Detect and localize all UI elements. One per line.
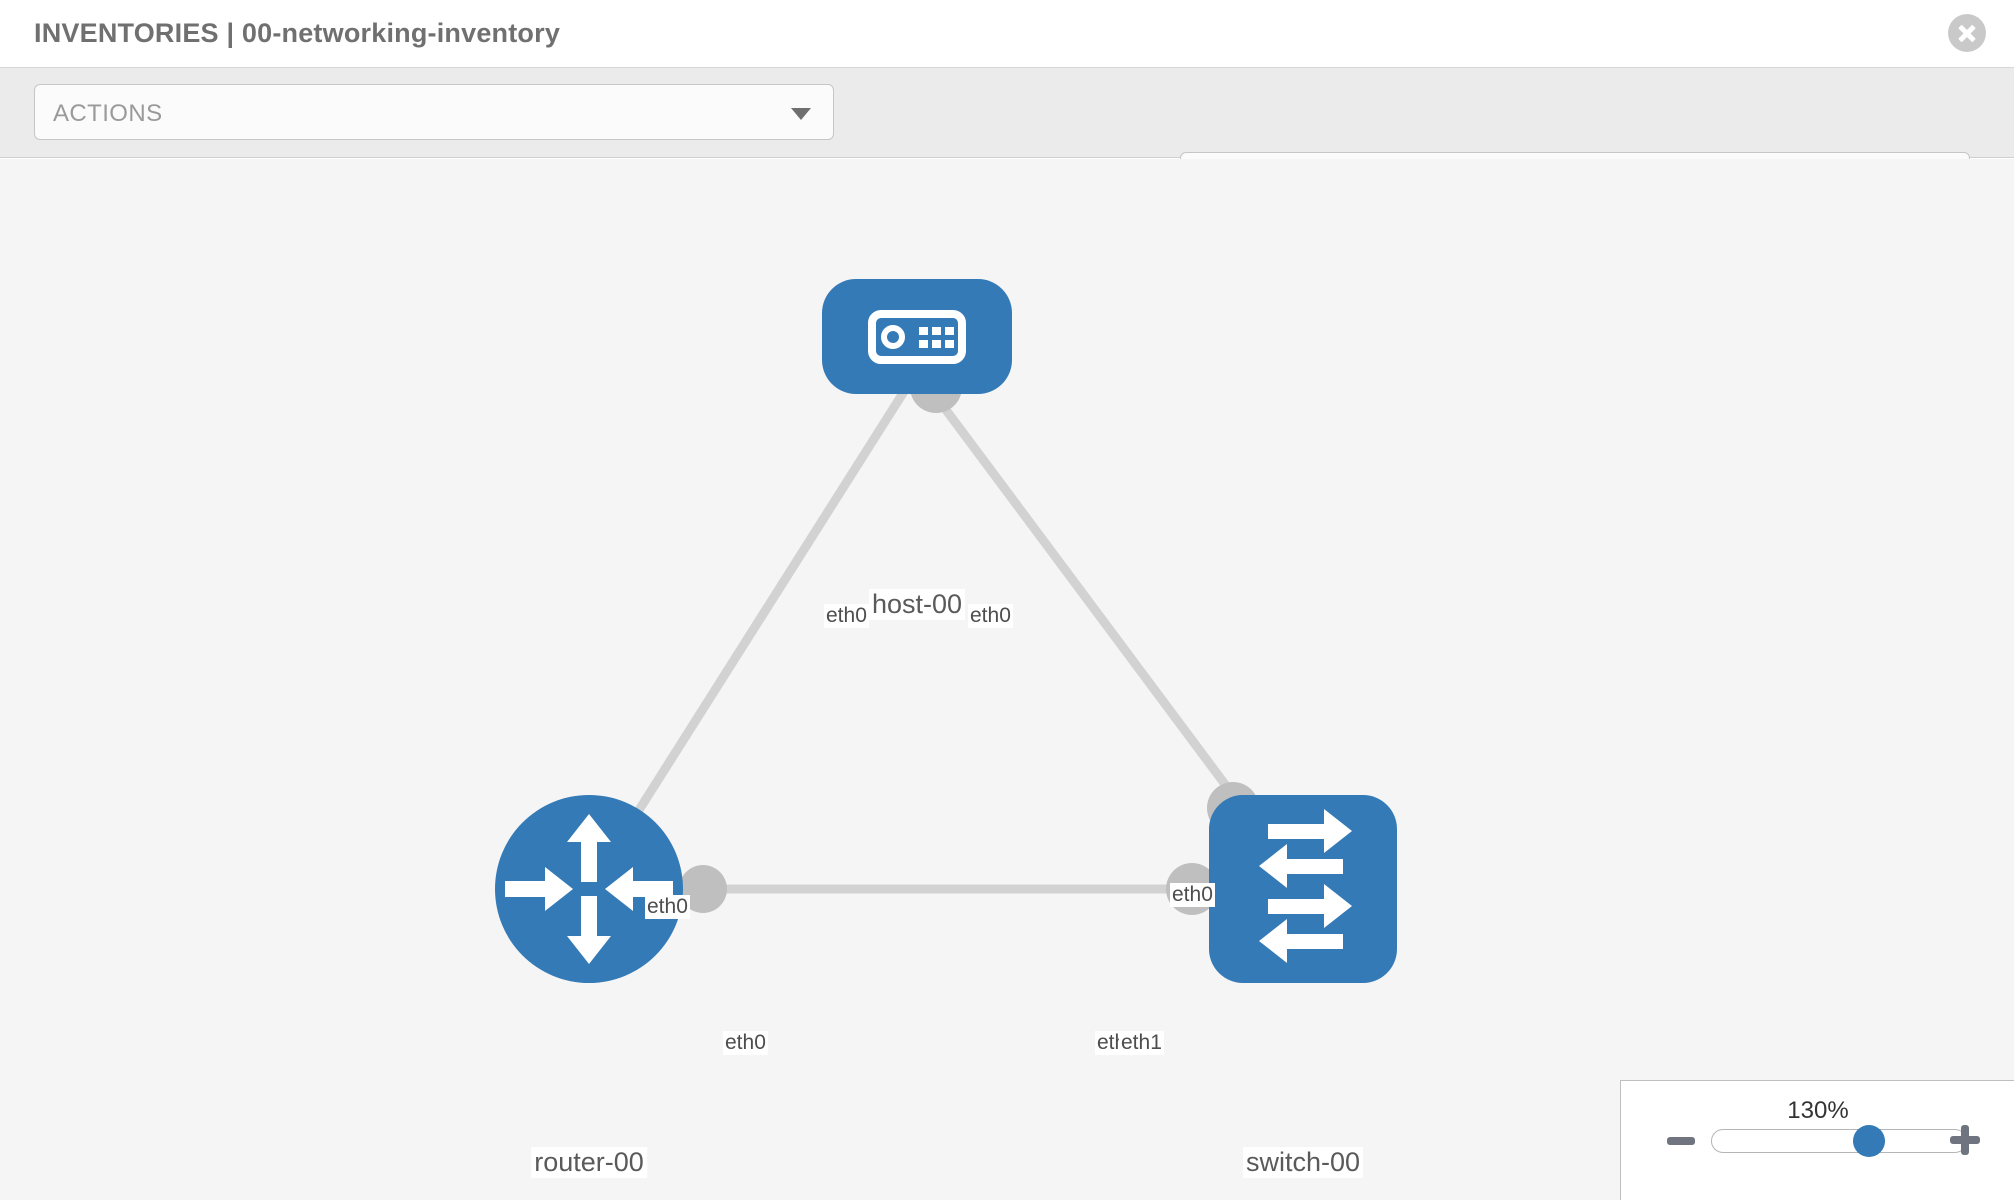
iface-label-switch-eth1: eth1	[1119, 1031, 1164, 1055]
iface-label-switch-uplink: eth0	[1170, 883, 1215, 907]
page-header: INVENTORIES | 00-networking-inventory	[0, 0, 2014, 68]
node-label-switch-00: switch-00	[1242, 1147, 1364, 1178]
zoom-slider-thumb[interactable]	[1853, 1125, 1885, 1157]
switch-arrows-icon	[1259, 809, 1352, 963]
actions-dropdown-label: ACTIONS	[53, 100, 163, 127]
node-switch-00	[1209, 795, 1397, 983]
iface-label-host-right: eth0	[968, 604, 1013, 628]
zoom-level-value: 130%	[1787, 1097, 1849, 1124]
node-switch-00-shape	[1209, 795, 1397, 983]
iface-label-router-uplink: eth0	[645, 895, 690, 919]
connector-router-right	[679, 865, 727, 913]
toolbar: ACTIONS	[0, 68, 2014, 209]
node-router-00-shape	[495, 795, 683, 983]
node-host-00-shape	[822, 279, 1012, 394]
plus-icon[interactable]	[1950, 1125, 1980, 1155]
iface-label-router-eth0: eth0	[723, 1031, 768, 1055]
actions-dropdown[interactable]: ACTIONS	[34, 84, 834, 140]
close-icon[interactable]	[1948, 14, 1986, 52]
topology-links	[585, 368, 1307, 894]
zoom-slider-track[interactable]	[1711, 1125, 1967, 1157]
topology-graph	[495, 279, 1397, 983]
zoom-control-panel: 130%	[1620, 1080, 2014, 1200]
link-router-host	[585, 368, 921, 892]
node-host-00	[822, 279, 1012, 394]
node-label-router-00: router-00	[531, 1147, 647, 1178]
server-icon	[868, 310, 966, 364]
iface-label-host-left: eth0	[824, 604, 869, 628]
topology-canvas[interactable]: host-00 router-00 switch-00 eth0 eth0 et…	[0, 159, 2014, 1200]
page-title: INVENTORIES | 00-networking-inventory	[34, 18, 561, 48]
minus-icon[interactable]	[1667, 1137, 1695, 1145]
plus-icon-vertical	[1961, 1125, 1969, 1155]
node-router-00	[495, 795, 683, 983]
node-label-host-00: host-00	[868, 589, 966, 620]
chevron-down-icon	[791, 108, 811, 120]
router-arrows-icon	[505, 814, 673, 964]
